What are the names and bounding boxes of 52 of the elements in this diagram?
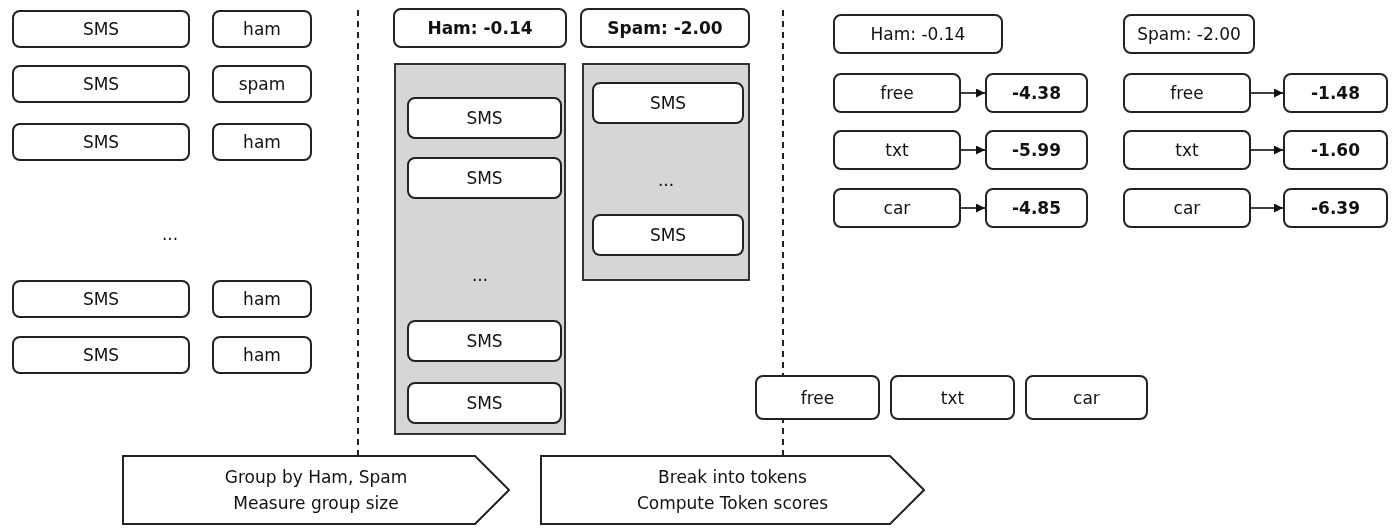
token-box: txt (833, 130, 961, 170)
label-box: spam (212, 65, 312, 103)
message-box: SMS (407, 382, 562, 424)
ellipsis-text: ... (160, 223, 180, 246)
ellipsis-text: ... (656, 170, 676, 190)
token-box: txt (1123, 130, 1251, 170)
label-box: ham (212, 336, 312, 374)
message-box: SMS (12, 10, 190, 48)
message-box: SMS (407, 97, 562, 139)
message-box: SMS (12, 65, 190, 103)
message-box: SMS (12, 123, 190, 161)
group-score-box: Spam: -2.00 (1123, 14, 1255, 54)
token-box: car (1025, 375, 1148, 420)
group-score-box: Ham: -0.14 (393, 8, 567, 48)
score-box: -4.85 (985, 188, 1088, 228)
label-box: ham (212, 10, 312, 48)
score-box: -1.48 (1283, 73, 1388, 113)
label-box: ham (212, 280, 312, 318)
group-score-box: Spam: -2.00 (580, 8, 750, 48)
ellipsis-text: ... (470, 265, 490, 285)
token-box: free (755, 375, 880, 420)
token-box: free (1123, 73, 1251, 113)
group-score-box: Ham: -0.14 (833, 14, 1003, 54)
step-arrow-shape (540, 455, 925, 525)
arrow (1250, 203, 1284, 213)
message-box: SMS (407, 320, 562, 362)
label-box: ham (212, 123, 312, 161)
arrow (960, 88, 986, 98)
step-text: Group by Ham, Spam (224, 466, 408, 489)
message-box: SMS (12, 336, 190, 374)
score-box: -1.60 (1283, 130, 1388, 170)
token-box: txt (890, 375, 1015, 420)
arrow (960, 145, 986, 155)
step-text: Measure group size (233, 492, 399, 515)
arrow (1250, 88, 1284, 98)
score-box: -4.38 (985, 73, 1088, 113)
token-box: car (1123, 188, 1251, 228)
arrow (960, 203, 986, 213)
token-box: car (833, 188, 961, 228)
step-arrow-shape (122, 455, 510, 525)
arrow (1250, 145, 1284, 155)
step-text: Break into tokens (658, 466, 807, 489)
group-panel (394, 63, 566, 435)
group-panel (582, 63, 750, 281)
score-box: -6.39 (1283, 188, 1388, 228)
message-box: SMS (592, 214, 744, 256)
message-box: SMS (407, 157, 562, 199)
score-box: -5.99 (985, 130, 1088, 170)
step-text: Compute Token scores (636, 492, 829, 515)
message-box: SMS (592, 82, 744, 124)
message-box: SMS (12, 280, 190, 318)
token-box: free (833, 73, 961, 113)
